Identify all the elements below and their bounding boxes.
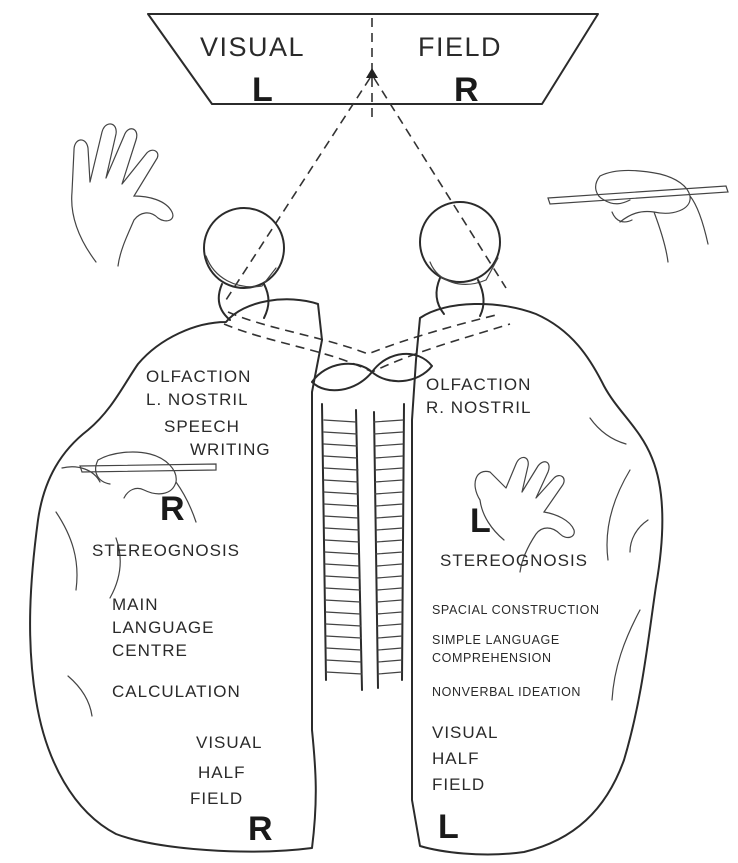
- calculation-label: CALCULATION: [112, 682, 241, 701]
- right-nostril-label: R. NOSTRIL: [426, 398, 531, 417]
- fixation-point: [366, 68, 378, 78]
- left-hemisphere-hand-letter: R: [160, 490, 185, 528]
- left-eye: [204, 208, 284, 320]
- left-hemisphere-labels: OLFACTION L. NOSTRIL SPEECH WRITING R ST…: [92, 367, 273, 848]
- visual-field-letter-right: R: [454, 71, 479, 109]
- right-hemisphere-hand-letter: L: [470, 502, 491, 540]
- simple-language-label: SIMPLE LANGUAGE: [432, 633, 560, 647]
- left-hemisphere-writing-hand: [80, 452, 216, 522]
- comprehension-label: COMPREHENSION: [432, 651, 552, 665]
- left-olfaction-label: OLFACTION: [146, 367, 251, 386]
- right-writing-hand-drawing: [548, 171, 728, 263]
- left-stereognosis-label: STEREOGNOSIS: [92, 541, 240, 560]
- left-hand-drawing: [72, 124, 173, 266]
- right-field-label: FIELD: [432, 775, 485, 794]
- language-label: LANGUAGE: [112, 618, 214, 637]
- right-olfaction-label: OLFACTION: [426, 375, 531, 394]
- left-field-label: FIELD: [190, 789, 243, 808]
- centre-label: CENTRE: [112, 641, 188, 660]
- main-label: MAIN: [112, 595, 159, 614]
- spacial-construction-label: SPACIAL CONSTRUCTION: [432, 603, 600, 617]
- left-field-letter: R: [248, 810, 273, 848]
- visual-field-word-right: FIELD: [418, 32, 502, 62]
- writing-label: WRITING: [190, 440, 271, 459]
- visual-field-panel: VISUAL FIELD L R: [148, 14, 598, 118]
- visual-field-letter-left: L: [252, 71, 273, 109]
- visual-field-word-left: VISUAL: [200, 32, 305, 62]
- left-visual-label: VISUAL: [196, 733, 262, 752]
- left-half-label: HALF: [198, 763, 245, 782]
- right-visual-label: VISUAL: [432, 723, 498, 742]
- right-hemisphere-labels: OLFACTION R. NOSTRIL L STEREOGNOSIS SPAC…: [426, 375, 600, 846]
- left-nostril-label: L. NOSTRIL: [146, 390, 249, 409]
- right-field-letter: L: [438, 808, 459, 846]
- right-stereognosis-label: STEREOGNOSIS: [440, 551, 588, 570]
- nonverbal-ideation-label: NONVERBAL IDEATION: [432, 685, 581, 699]
- optic-sight-lines: [226, 78, 506, 300]
- right-half-label: HALF: [432, 749, 479, 768]
- speech-label: SPEECH: [164, 417, 240, 436]
- corpus-callosum: [322, 404, 404, 690]
